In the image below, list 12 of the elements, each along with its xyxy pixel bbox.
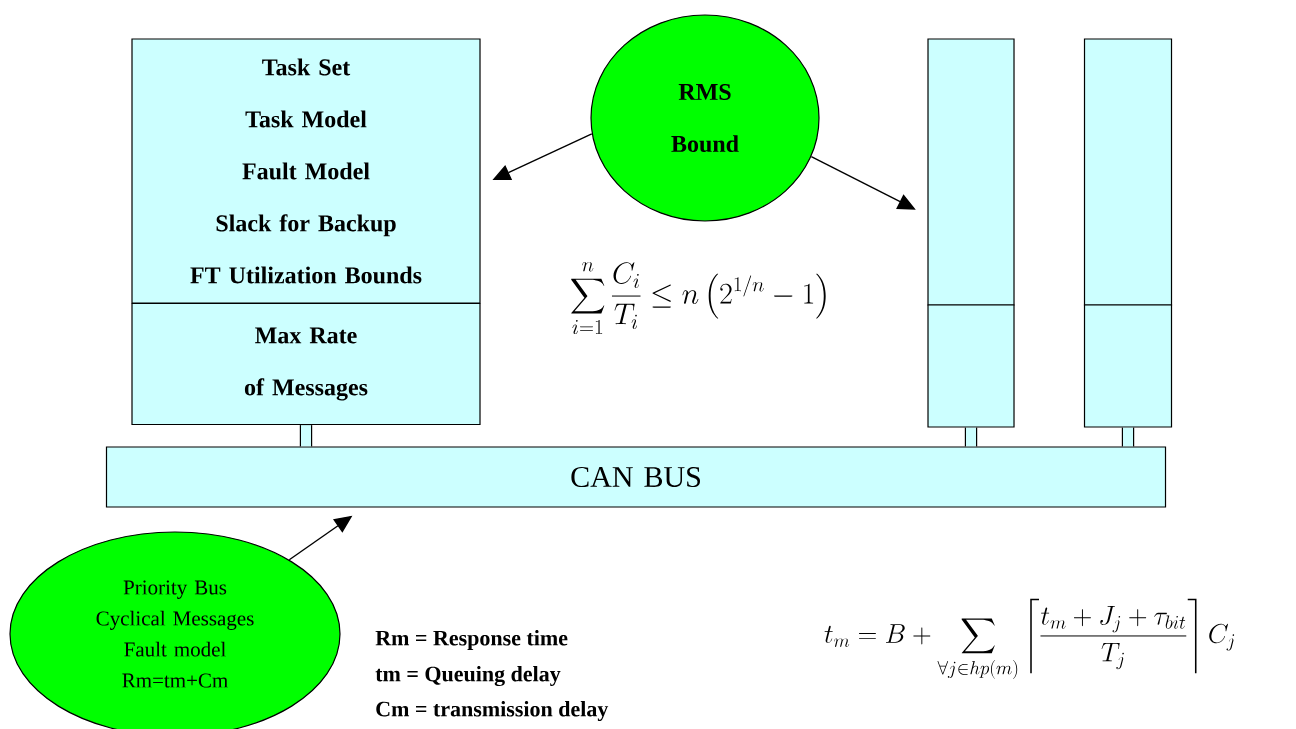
ellipse-node: RMS Bound (590, 14, 820, 222)
definition-text: Rm = Response time (375, 630, 568, 650)
definition-text: tm = Queuing delay (375, 665, 561, 687)
connector-stem (299, 425, 313, 447)
formula: $\sum_{i=1}^{n}\frac{C_i}{T_i}\le n\left(2^{1/n}-1\right)$ (571, 261, 826, 335)
connector-stem (964, 427, 978, 447)
text-box: Max Rate of Messages (131, 302, 481, 426)
connector-stem (1121, 427, 1135, 447)
formula: $t_m = B+\sum_{\forall j\in hp(m)}\left\lceil\frac{t_m+J_j+\tau_{bit}}{T_j}\right\rceil C_j$ (824, 598, 1235, 679)
definition-text: Cm = transmission delay (376, 701, 609, 721)
bus-bar: CAN BUS (105, 446, 1167, 508)
ellipse-node: Priority Bus Cyclical Messages Fault model Rm=tm+Cm (9, 531, 341, 729)
